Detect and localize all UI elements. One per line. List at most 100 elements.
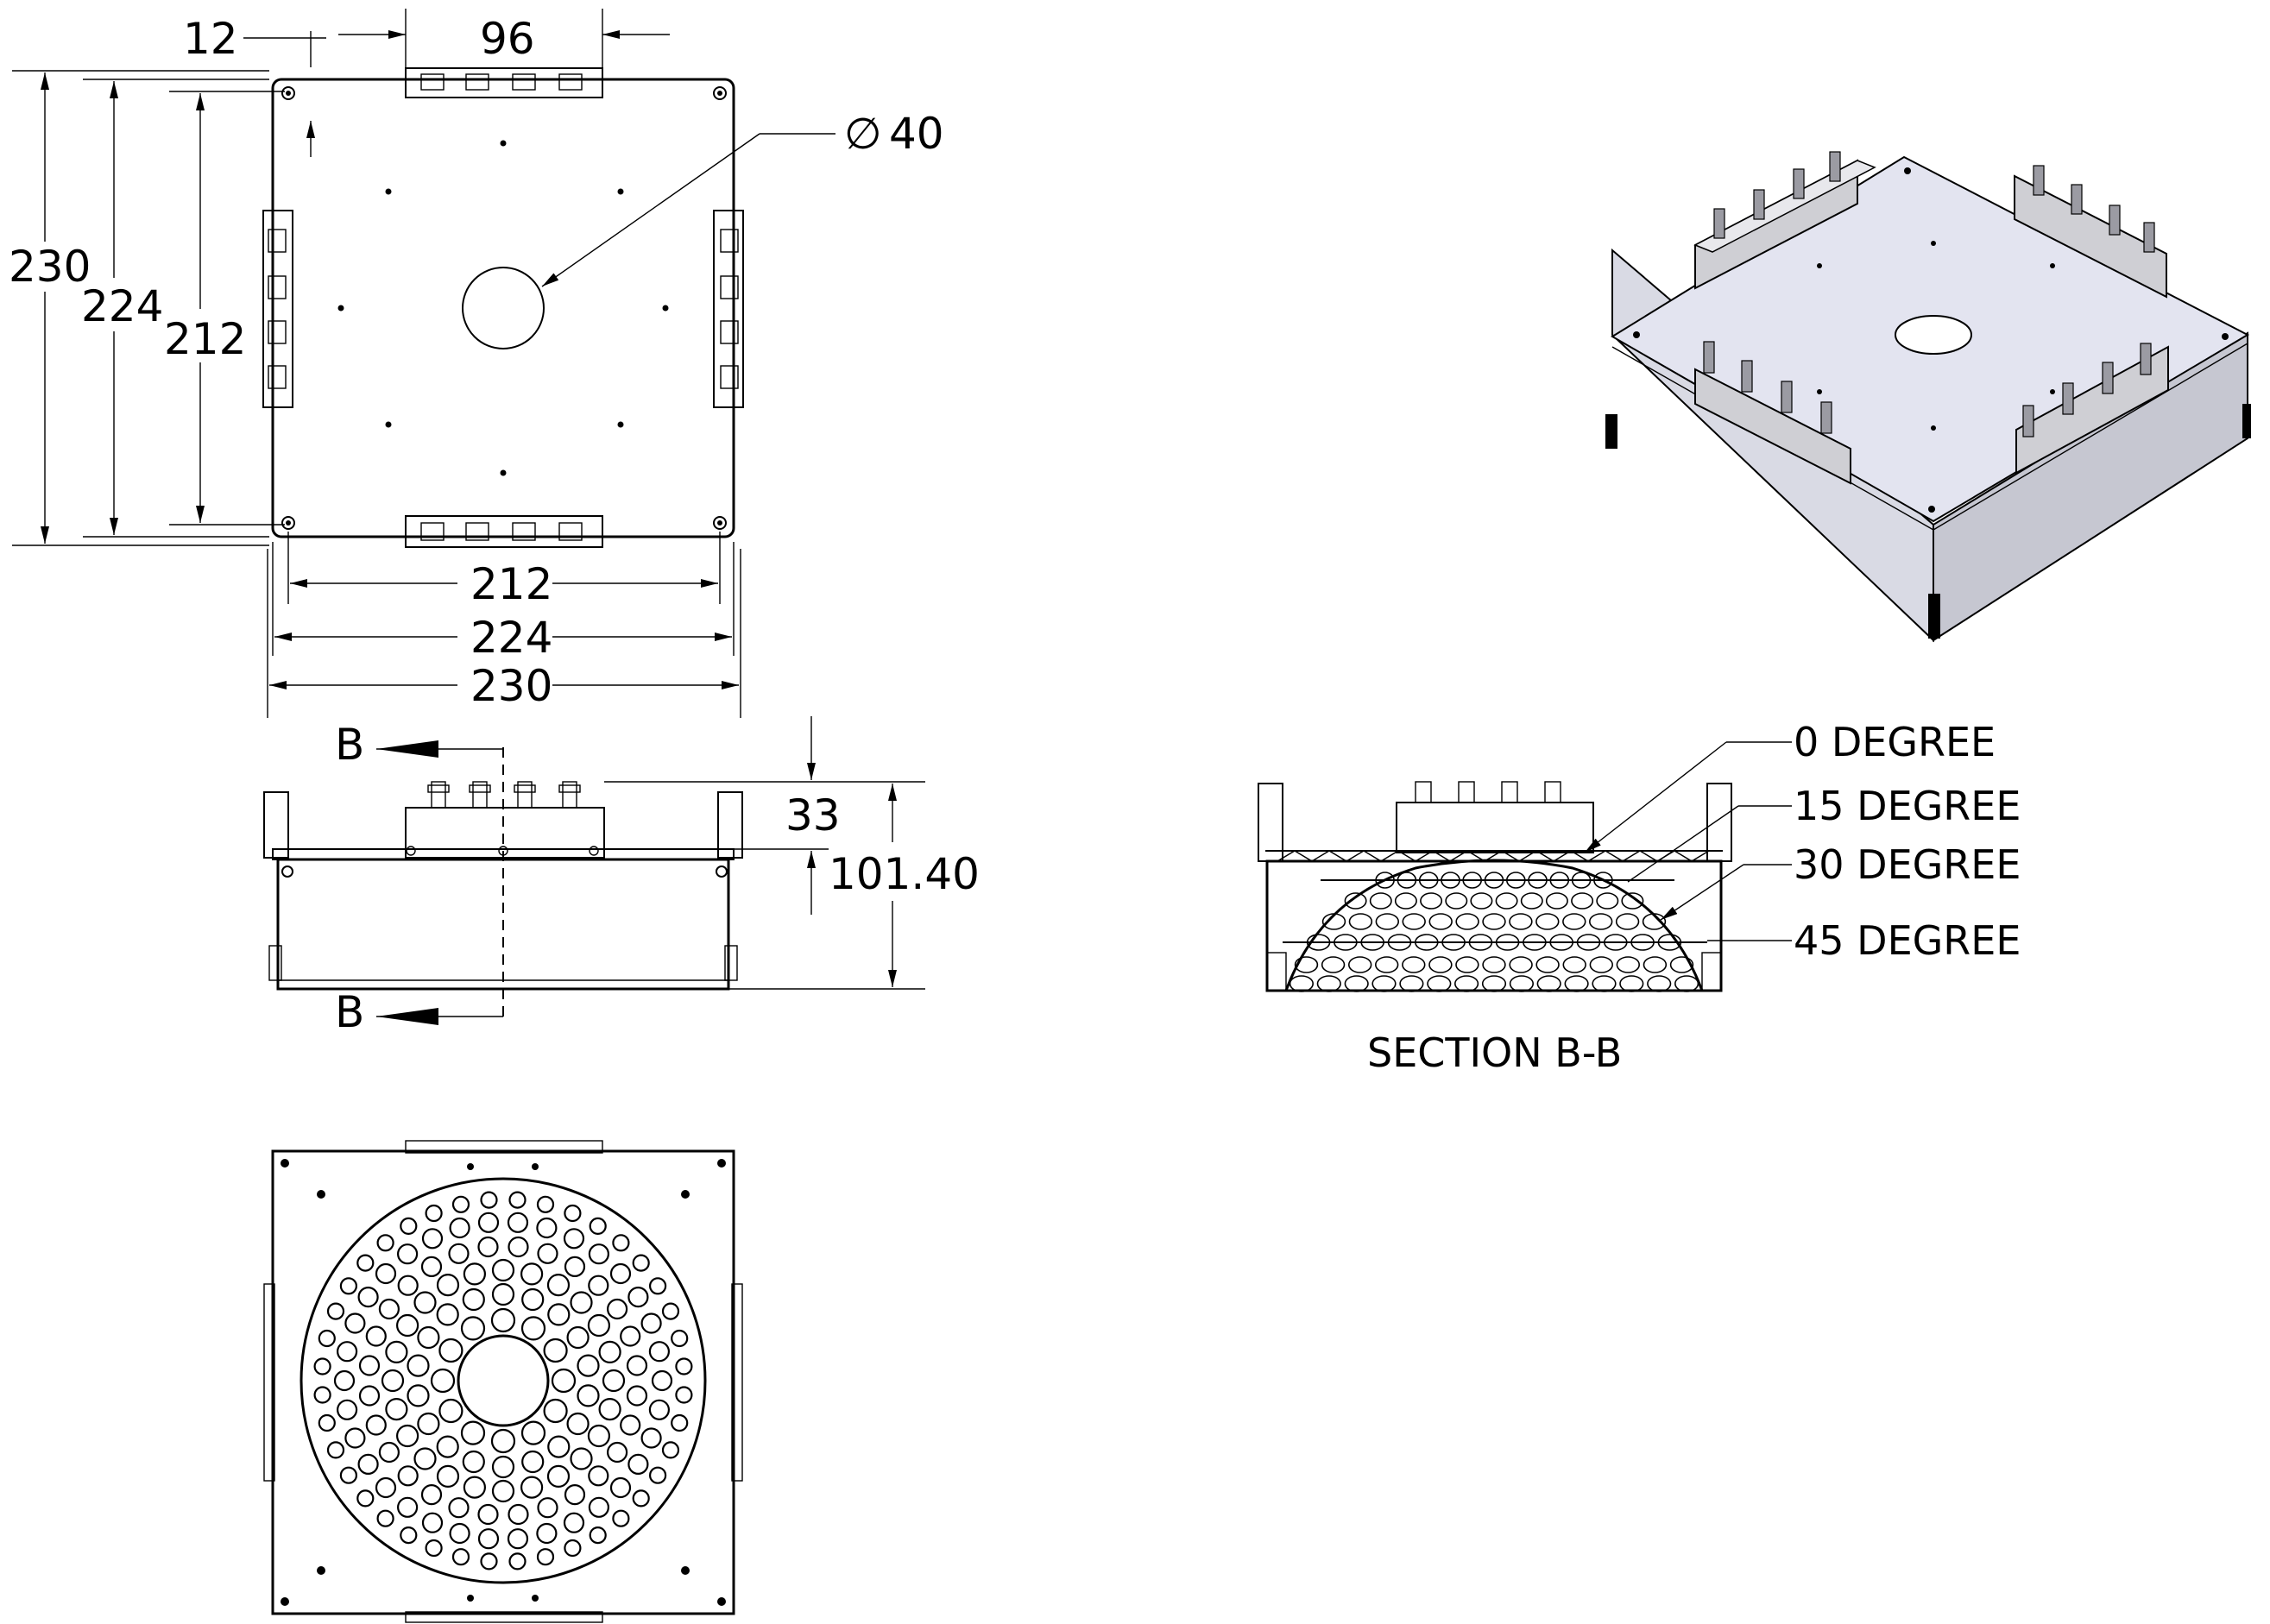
section-dome-hole: [1348, 913, 1373, 930]
dome-hole: [675, 1386, 693, 1404]
dome-hole: [508, 1191, 527, 1209]
label-30-degree: 30 DEGREE: [1794, 841, 2021, 888]
dim-212-bottom-text: 212: [470, 559, 552, 609]
dim-101-40: 101.40: [728, 784, 980, 990]
dome-hole: [675, 1357, 693, 1375]
top-view-connector-top: [405, 67, 603, 98]
section-dome-hole: [1470, 892, 1493, 910]
top-view-connector-left: [262, 210, 293, 408]
section-dome-hole: [1375, 913, 1400, 930]
dome-hole: [536, 1195, 555, 1213]
dome-hole: [587, 1424, 611, 1448]
dome-hole: [491, 1455, 515, 1479]
section-letter-top: B: [335, 720, 364, 770]
dome-hole: [648, 1399, 671, 1420]
dim-212-bottom: 212: [287, 532, 721, 609]
dome-hole: [588, 1465, 609, 1487]
dome-hole: [508, 1236, 529, 1258]
dome-hole: [344, 1427, 366, 1449]
dome-hole: [648, 1466, 667, 1484]
dome-hole: [536, 1217, 558, 1239]
iso-connector-front-left: [1694, 341, 1851, 485]
dome-hole: [326, 1302, 345, 1320]
dome-hole: [543, 1398, 568, 1424]
top-view-corner-holes: [281, 86, 727, 530]
dome-hole: [577, 1384, 600, 1407]
dim-230-left-text: 230: [9, 242, 91, 292]
section-dome-hole: [1316, 975, 1341, 992]
dome-hole: [448, 1243, 470, 1264]
section-dome-hole: [1545, 892, 1568, 910]
dome-hole: [521, 1287, 545, 1312]
dim-101-40-text: 101.40: [829, 849, 980, 899]
section-dome-hole: [1289, 975, 1314, 992]
dim-224-left: 224: [81, 79, 269, 538]
dim-224-bottom-text: 224: [470, 613, 552, 663]
section-dome-hole: [1347, 956, 1372, 973]
section-dome-hole: [1402, 913, 1426, 930]
dim-12-text: 12: [183, 14, 238, 64]
dome-hole: [640, 1427, 662, 1449]
dome-hole: [587, 1313, 611, 1338]
section-dome-hole: [1484, 872, 1504, 889]
section-dome-hole: [1549, 872, 1570, 889]
dome-hole: [546, 1464, 571, 1489]
section-dome-hole: [1621, 892, 1644, 910]
section-dome-hole: [1374, 956, 1399, 973]
dome-hole: [598, 1340, 621, 1364]
dome-hole: [378, 1298, 400, 1320]
section-dome-hole: [1294, 956, 1319, 973]
section-dome-hole: [1427, 975, 1452, 992]
section-dome-hole: [1535, 913, 1560, 930]
dome-hole: [520, 1476, 544, 1499]
section-dome-hole: [1588, 913, 1613, 930]
dome-hole: [547, 1435, 571, 1458]
isometric-view: [1605, 151, 2251, 643]
dim-33-text: 33: [785, 790, 841, 840]
dome-hole: [543, 1338, 568, 1363]
dome-hole: [588, 1275, 609, 1296]
section-dome-hole: [1399, 975, 1424, 992]
dome-hole: [570, 1447, 593, 1470]
section-dome-hole: [1619, 975, 1644, 992]
bottom-view: [263, 1140, 743, 1623]
section-dome-hole: [1402, 956, 1426, 973]
section-dome-hole: [1536, 975, 1561, 992]
section-dome-hole: [1571, 892, 1594, 910]
dome-hole: [413, 1291, 437, 1314]
dome-hole: [425, 1539, 443, 1558]
section-dome-hole: [1344, 975, 1369, 992]
dome-hole: [491, 1258, 515, 1282]
diameter-value: 40: [889, 109, 944, 159]
dim-230-left: 230: [9, 70, 269, 546]
dome-hole: [396, 1313, 419, 1338]
section-dome-hole: [1562, 956, 1586, 973]
dome-hole: [400, 1217, 418, 1236]
dome-hole: [477, 1212, 500, 1233]
dome-hole: [609, 1262, 632, 1285]
dome-hole: [397, 1496, 419, 1518]
section-dome-hole: [1642, 913, 1667, 930]
dome-hole: [356, 1489, 375, 1508]
dim-230-bottom: 230: [267, 549, 741, 718]
dome-hole: [620, 1414, 641, 1436]
dome-hole: [438, 1338, 463, 1363]
section-dome-grid: [1289, 872, 1699, 992]
section-dome-hole: [1428, 956, 1453, 973]
section-dome-hole: [1528, 872, 1548, 889]
dome-hole: [318, 1413, 336, 1432]
dome-hole: [421, 1512, 444, 1533]
dome-hole: [626, 1355, 648, 1376]
dome-hole: [462, 1287, 485, 1312]
section-dome-hole: [1397, 872, 1417, 889]
dome-hole: [491, 1282, 515, 1306]
dome-hole: [463, 1476, 487, 1499]
dome-hole: [339, 1466, 357, 1484]
dome-hole: [449, 1217, 470, 1239]
dome-hole: [378, 1441, 400, 1463]
dome-hole: [661, 1441, 680, 1459]
section-dome-hole: [1482, 913, 1506, 930]
section-dome-hole: [1616, 956, 1641, 973]
dome-center-hole: [457, 1334, 550, 1427]
dim-224-bottom: 224: [272, 542, 735, 663]
